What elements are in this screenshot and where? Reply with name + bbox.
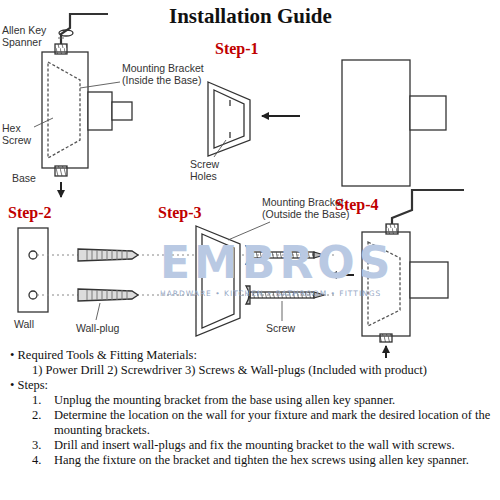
text-row: 4.Hang the fixture on the bracket and ti…	[10, 453, 492, 468]
part-label: Mounting Bracket (Inside the Base)	[122, 62, 226, 86]
watermark-tagline: HARDWARE • KITCHEN • BATHROOM • FITTINGS	[160, 290, 381, 299]
bracket-figure	[208, 82, 300, 157]
step-text: Hang the fixture on the bracket and tigh…	[54, 453, 492, 468]
materials-text: 1) Power Drill 2) Screwdriver 3) Screws …	[32, 363, 492, 378]
step-number: 2.	[32, 408, 54, 438]
part-label: Base	[12, 172, 36, 184]
step-text: Unplug the mounting bracket from the bas…	[54, 393, 492, 408]
section-heading: • Steps:	[10, 378, 492, 393]
step-heading: Step-3	[158, 204, 202, 222]
step-heading: Step-2	[8, 204, 52, 222]
section-heading: • Required Tools & Fitting Materials:	[10, 348, 492, 363]
step-heading: Step-1	[215, 40, 259, 58]
step-text: Drill and insert wall-plugs and fix the …	[54, 438, 492, 453]
part-label: Screw	[266, 322, 295, 334]
step-number: 1.	[32, 393, 54, 408]
step-text: Determine the location on the wall for y…	[54, 408, 492, 438]
watermark: EMBROS	[160, 238, 394, 289]
part-label: Allen Key Spanner	[2, 24, 54, 48]
part-label: Screw Holes	[190, 158, 238, 182]
instructions: • Required Tools & Fitting Materials:1) …	[10, 348, 492, 468]
title: Installation Guide	[169, 4, 332, 28]
step-heading: Step-4	[335, 196, 379, 214]
part-label: Wall	[14, 318, 34, 330]
fixture-figure	[342, 60, 446, 186]
text-row: 2.Determine the location on the wall for…	[10, 408, 492, 438]
base-figure	[34, 14, 132, 197]
text-row: 1) Power Drill 2) Screwdriver 3) Screws …	[10, 363, 492, 378]
text-row: 3.Drill and insert wall-plugs and fix th…	[10, 438, 492, 453]
text-row: 1.Unplug the mounting bracket from the b…	[10, 393, 492, 408]
text-row: • Required Tools & Fitting Materials:	[10, 348, 492, 363]
part-label: Wall-plug	[76, 322, 119, 334]
part-label: Hex Screw	[2, 122, 36, 146]
step-number: 3.	[32, 438, 54, 453]
text-row: • Steps:	[10, 378, 492, 393]
step-number: 4.	[32, 453, 54, 468]
